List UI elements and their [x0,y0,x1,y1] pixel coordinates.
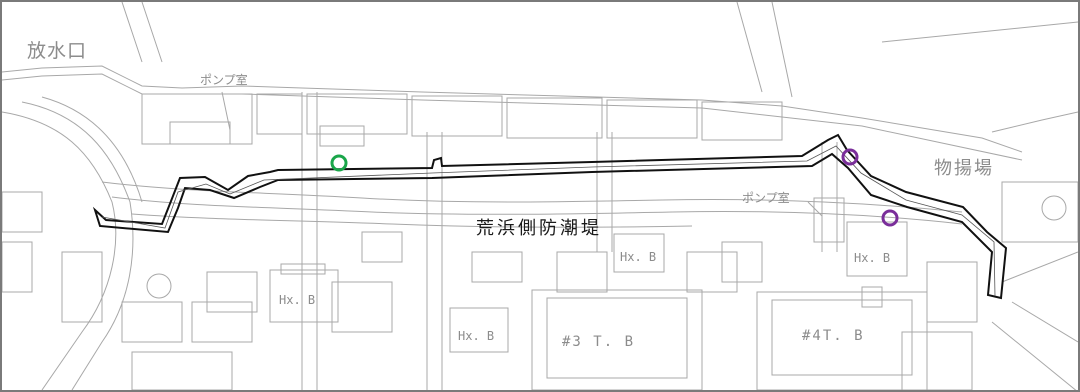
hx-building-label-4: Hx. B [854,251,891,265]
green-marker [330,154,348,172]
unloading-area-label: 物揚場 [934,158,994,179]
purple-marker-1 [841,148,859,166]
hx-building-label-3: Hx. B [620,250,657,264]
turbine-building-4-label: #4T. B [802,328,865,344]
outfall-label: 放水口 [27,40,88,62]
hx-building-label-2: Hx. B [458,329,495,343]
pump-room-label-2: ポンプ室 [742,191,790,205]
pump-room-label-1: ポンプ室 [200,73,248,87]
seawall-label: 荒浜側防潮堤 [476,218,602,239]
purple-marker-2 [881,209,899,227]
turbine-building-3-label: #3 T. B [562,334,636,350]
seawall-outline [92,133,1008,300]
hx-building-label-1: Hx. B [279,293,316,307]
seawall-centerline [101,145,996,297]
